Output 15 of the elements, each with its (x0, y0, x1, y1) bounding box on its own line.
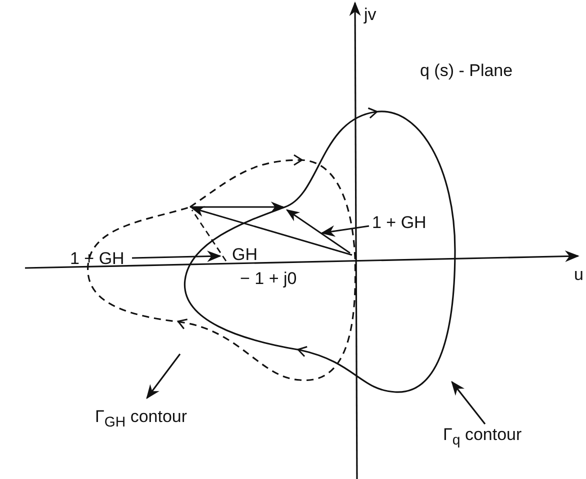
leader-line (146, 354, 181, 400)
vector-label: GH (232, 246, 258, 265)
vector-diagram (190, 202, 352, 262)
callout-label: Γ$_{q}$ contour (443, 426, 522, 449)
leader-line (132, 250, 222, 262)
leader-line (320, 225, 370, 237)
callout-label: Γ$_{GH}$ contour (95, 408, 188, 431)
point-label: − 1 + j0 (240, 270, 297, 289)
dashed-contour (87, 154, 356, 381)
plane-title: q (s) - Plane (420, 62, 513, 81)
leader-line (451, 380, 486, 424)
solid-contour (184, 107, 456, 393)
axis-label: u (574, 266, 584, 285)
axis-label: jv (364, 6, 376, 25)
callout-label: 1 + GH (372, 214, 426, 233)
